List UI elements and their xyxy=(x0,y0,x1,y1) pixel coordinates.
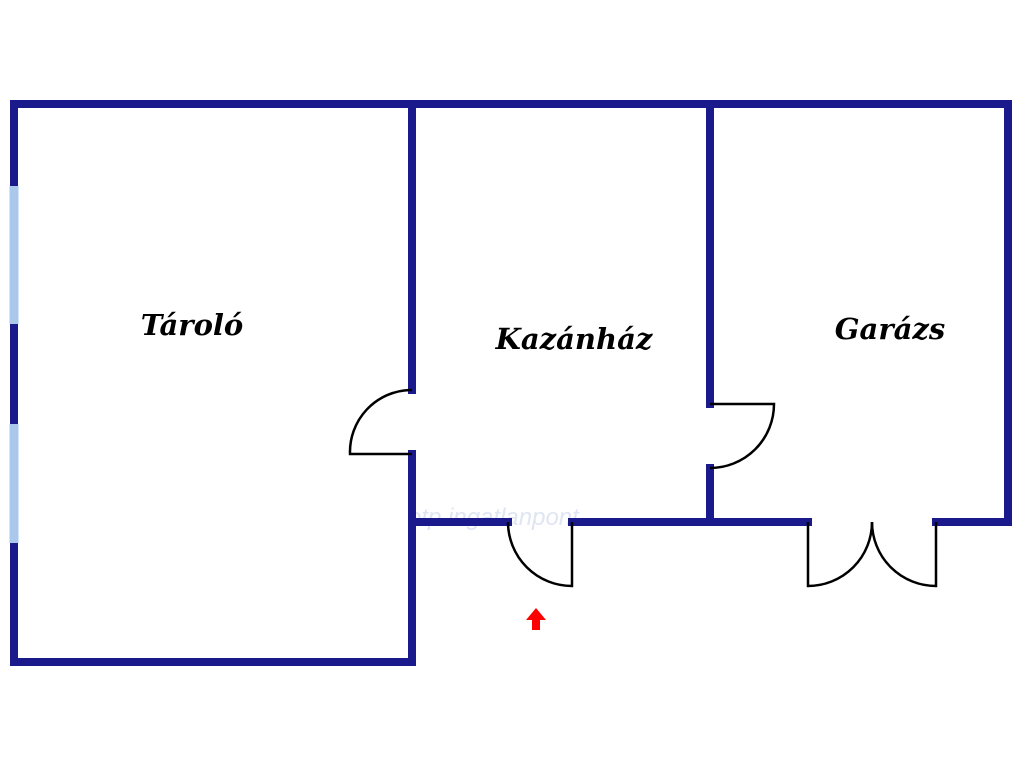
room-label-kazanhaz: Kazánház xyxy=(495,322,653,356)
door-taroló-kazanhaz xyxy=(348,388,412,456)
door-garazs-left-leaf xyxy=(806,521,874,588)
watermark: otp ingatlanpont xyxy=(408,504,580,531)
door-kazanhaz-garazs xyxy=(709,402,776,470)
doors xyxy=(348,388,938,588)
entrance-arrow-icon xyxy=(526,608,546,630)
walls xyxy=(10,100,1012,666)
door-kazanhaz-exterior xyxy=(506,521,574,588)
room-label-garazs: Garázs xyxy=(835,312,945,346)
door-garazs-right-leaf xyxy=(870,521,938,588)
room-label-taroló: Tároló xyxy=(141,308,244,342)
